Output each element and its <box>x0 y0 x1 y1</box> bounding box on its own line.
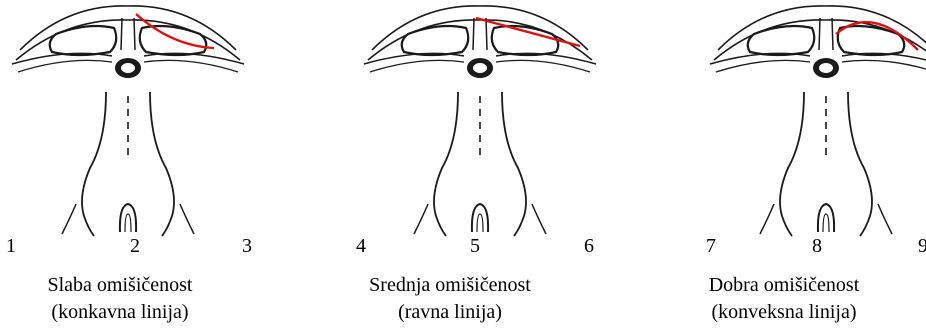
score-6: 6 <box>584 236 594 256</box>
caption-medium-title: Srednja omišičenost <box>330 272 570 299</box>
carcass-drawing-medium <box>364 6 596 236</box>
score-7: 7 <box>706 236 716 256</box>
concave-profile-line <box>136 14 214 48</box>
caption-good: Dobra omišičenost (konveksna linija) <box>664 272 904 326</box>
caption-weak-title: Slaba omišičenost <box>0 272 240 299</box>
score-1: 1 <box>6 236 16 256</box>
carcass-drawing-good <box>710 6 926 236</box>
caption-medium: Srednja omišičenost (ravna linija) <box>330 272 570 326</box>
carcass-drawings <box>0 0 926 240</box>
score-9: 9 <box>918 236 926 256</box>
score-5: 5 <box>470 236 480 256</box>
caption-weak: Slaba omišičenost (konkavna linija) <box>0 272 240 326</box>
score-3: 3 <box>242 236 252 256</box>
score-4: 4 <box>356 236 366 256</box>
score-2: 2 <box>130 236 140 256</box>
caption-weak-subtitle: (konkavna linija) <box>0 299 240 326</box>
score-8: 8 <box>812 236 822 256</box>
caption-good-subtitle: (konveksna linija) <box>664 299 904 326</box>
carcass-drawing-weak <box>12 6 244 236</box>
caption-medium-subtitle: (ravna linija) <box>330 299 570 326</box>
caption-good-title: Dobra omišičenost <box>664 272 904 299</box>
